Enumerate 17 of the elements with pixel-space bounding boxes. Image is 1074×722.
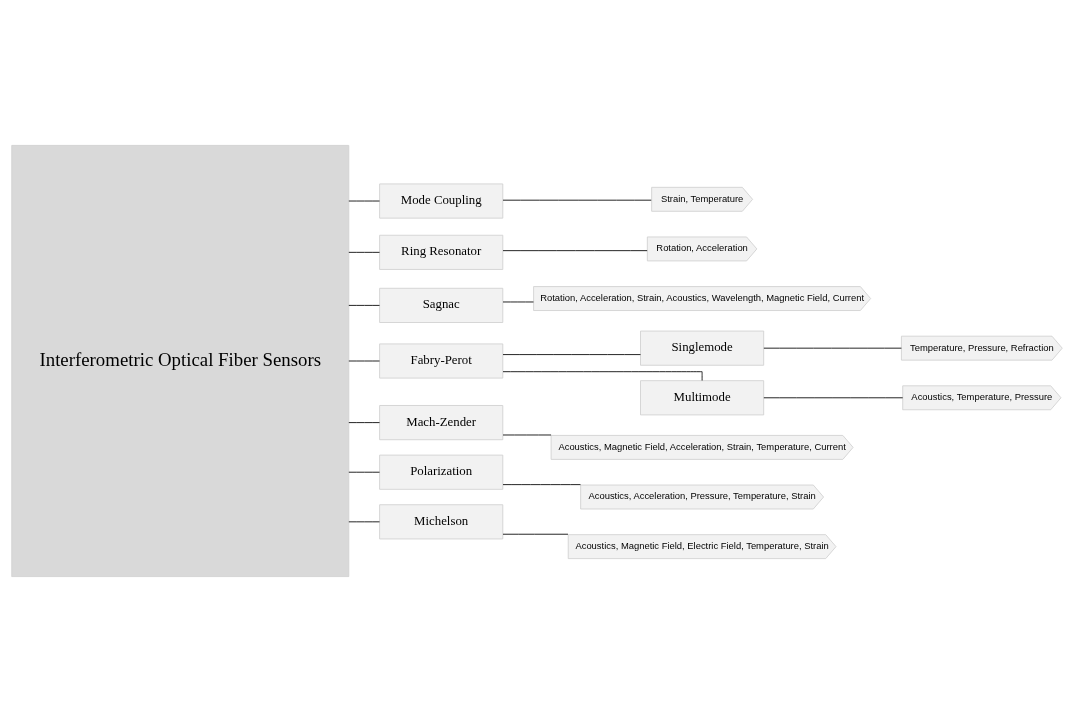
connector (502, 484, 581, 486)
connector (502, 371, 703, 381)
connector (502, 250, 648, 252)
node-box: Singlemode (640, 330, 765, 366)
node-box: Polarization (379, 454, 504, 490)
node-box: Fabry-Perot (379, 343, 504, 379)
node-box: Ring Resonator (379, 234, 504, 270)
node-box: Michelson (379, 504, 504, 540)
node-box: Mach-Zender (379, 405, 504, 441)
node-box: Sagnac (379, 287, 504, 323)
node-box: Multimode (640, 380, 765, 416)
connector (502, 354, 641, 355)
connector (348, 251, 380, 253)
connector (348, 304, 380, 306)
node-box: Interferometric Optical Fiber Sensors (11, 145, 350, 577)
node-box: Mode Coupling (379, 183, 504, 219)
connector (348, 422, 380, 423)
